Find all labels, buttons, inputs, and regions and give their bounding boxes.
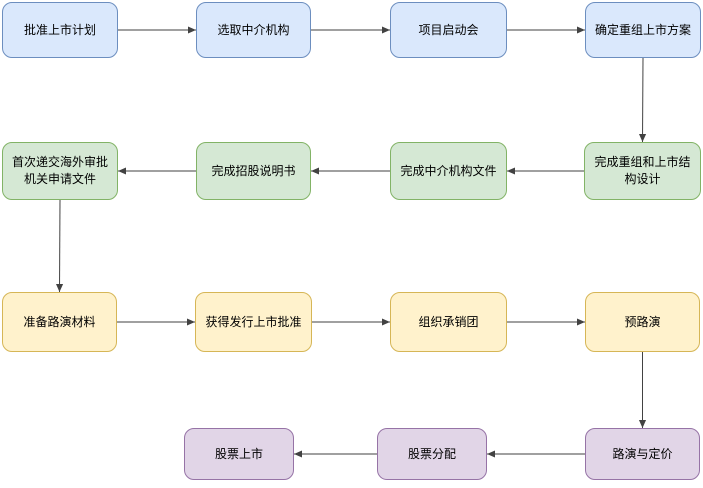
flow-node-prepare-roadshow-materials[interactable]: 准备路演材料 [2,292,117,352]
flow-node-complete-intermediary-documents[interactable]: 完成中介机构文件 [390,142,507,200]
flow-node-organize-underwriting-syndicate[interactable]: 组织承销团 [390,292,507,352]
flow-node-stock-listing[interactable]: 股票上市 [184,428,294,480]
flow-node-complete-restructuring-structure-design[interactable]: 完成重组和上市结构设计 [584,142,701,200]
flow-node-stock-allocation[interactable]: 股票分配 [377,428,487,480]
flow-node-first-submit-overseas-approval-application[interactable]: 首次递交海外审批机关申请文件 [2,142,118,200]
flow-node-select-intermediaries[interactable]: 选取中介机构 [196,2,311,58]
flow-edge-determine-restructuring-listing-plan--complete-restructuring-structure-design [638,57,647,143]
flow-node-pre-roadshow[interactable]: 预路演 [585,292,700,352]
flow-node-roadshow-and-pricing[interactable]: 路演与定价 [585,428,700,480]
flow-edge-first-submit-overseas-approval-application--prepare-roadshow-materials [55,199,64,293]
flow-node-determine-restructuring-listing-plan[interactable]: 确定重组上市方案 [585,2,701,58]
flow-node-obtain-listing-approval[interactable]: 获得发行上市批准 [195,292,312,352]
flow-node-project-kickoff-meeting[interactable]: 项目启动会 [390,2,507,58]
flow-node-approve-listing-plan[interactable]: 批准上市计划 [2,2,118,58]
flow-node-complete-prospectus[interactable]: 完成招股说明书 [196,142,311,200]
